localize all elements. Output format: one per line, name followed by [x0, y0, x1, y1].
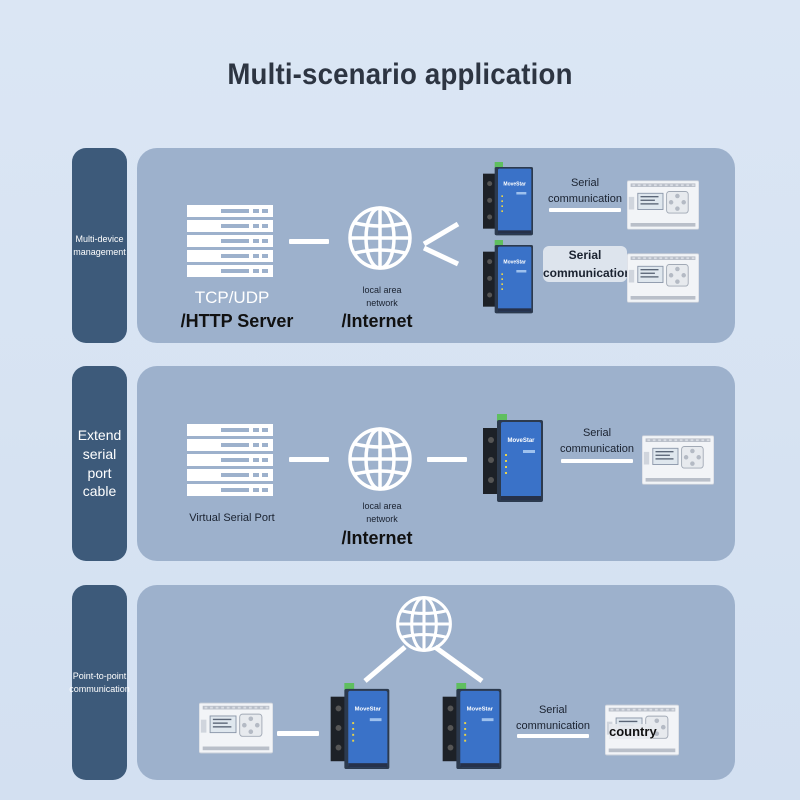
network-small-label: local area network	[362, 501, 402, 525]
side-label-point-to-point: Point-to-point communication	[69, 585, 130, 780]
globe-icon	[347, 426, 413, 492]
panel-multi-device: TCP/UDP /HTTP Server local area network …	[137, 148, 735, 343]
server-protocol-label: TCP/UDP	[194, 288, 270, 307]
serial-label: Serial communication	[560, 427, 634, 455]
plc-device-1	[627, 180, 699, 230]
branch-lines	[422, 221, 460, 267]
connector-line	[561, 459, 633, 463]
serial-server-device	[477, 414, 549, 504]
connector-line	[289, 239, 329, 244]
serial-server-device-right	[437, 683, 507, 771]
serial-server-device-2	[483, 240, 533, 315]
plc-device-left	[199, 701, 273, 755]
server-icon	[187, 205, 273, 277]
plc-device-2	[627, 253, 699, 303]
side-label-extend-serial: Extend serial port cable	[72, 366, 127, 561]
serial-server-device-1	[483, 162, 533, 237]
virtual-serial-port-label: Virtual Serial Port	[189, 512, 275, 524]
panel-point-to-point: Serial communication country	[137, 585, 735, 780]
server-icon	[187, 424, 273, 496]
serial-label: Serial communication	[516, 704, 590, 732]
serial-server-device-left	[325, 683, 395, 771]
side-label-multi-device: Multi-device management	[72, 148, 127, 343]
serial-label-1: Serial communication	[548, 177, 622, 205]
plc-device	[642, 434, 714, 486]
network-big-label: /Internet	[341, 528, 413, 548]
connector-line	[427, 457, 467, 462]
panel-extend-serial: Virtual Serial Port local area network /…	[137, 366, 735, 561]
network-big-label: /Internet	[341, 311, 413, 331]
network-small-label: local area network	[362, 285, 402, 309]
device-country-label: country	[609, 724, 657, 739]
connector-line	[549, 208, 621, 212]
branch-lines	[363, 644, 484, 684]
server-name-label: /HTTP Server	[180, 311, 294, 331]
connector-line	[289, 457, 329, 462]
page-title: Multi-scenario application	[227, 58, 573, 91]
serial-label-2: Serial communication	[543, 246, 632, 282]
globe-icon	[347, 205, 413, 271]
connector-line	[517, 734, 589, 738]
connector-line	[277, 731, 319, 736]
